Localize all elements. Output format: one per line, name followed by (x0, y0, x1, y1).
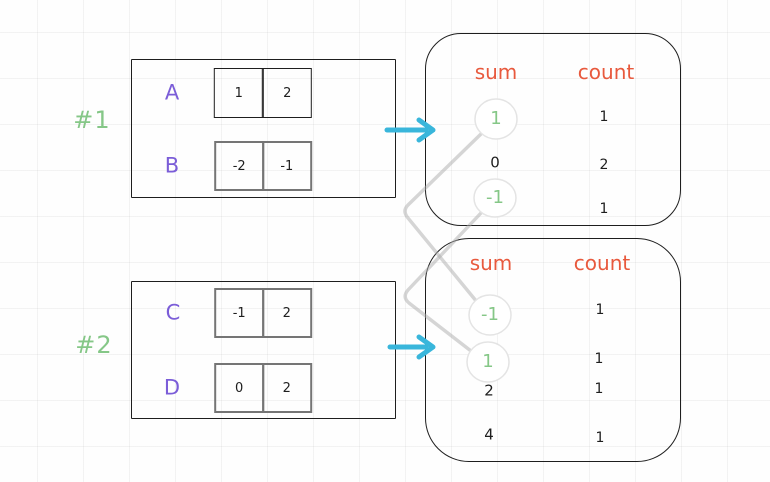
table1-sum-0: 1 (490, 108, 502, 129)
table2-count-2: 1 (594, 381, 604, 397)
table2-count-1: 1 (594, 351, 604, 367)
array-c-label: C (165, 300, 181, 325)
array-d-label: D (163, 375, 181, 400)
array-b-label: B (164, 153, 180, 178)
array-a-cells: 1 2 (213, 68, 313, 118)
table2-count-0: 1 (595, 302, 605, 318)
table1-header-count: count (577, 60, 635, 84)
array-d-cell-1: 2 (261, 363, 312, 413)
array-a-cell-1: 2 (262, 68, 313, 118)
array-a-cell-0: 1 (213, 68, 264, 118)
array-c-cells: -1 2 (214, 288, 312, 338)
group2-tag: #2 (75, 331, 113, 359)
group2-box (131, 281, 396, 419)
array-c-cell-1: 2 (261, 288, 312, 338)
group1-tag: #1 (73, 106, 111, 134)
array-d-cells: 0 2 (214, 363, 312, 413)
table2-header-count: count (573, 251, 631, 275)
array-b-cells: -2 -1 (214, 141, 312, 191)
table1-count-0: 1 (599, 109, 609, 125)
table2-sum-0: -1 (481, 304, 499, 325)
array-b-cell-1: -1 (261, 141, 312, 191)
table2-sum-3: 4 (484, 425, 494, 444)
table2-sum-2: 2 (484, 381, 494, 400)
table2-sum-1: 1 (482, 351, 494, 372)
table1-count-1: 2 (599, 157, 609, 173)
table2-count-3: 1 (595, 430, 605, 446)
table2-header-sum: sum (469, 251, 513, 275)
array-a-label: A (164, 80, 180, 105)
table1-sum-1: 0 (490, 153, 500, 172)
table1-header-sum: sum (474, 60, 518, 84)
table1-count-2: 1 (599, 201, 609, 217)
table1-sum-2: -1 (486, 187, 504, 208)
